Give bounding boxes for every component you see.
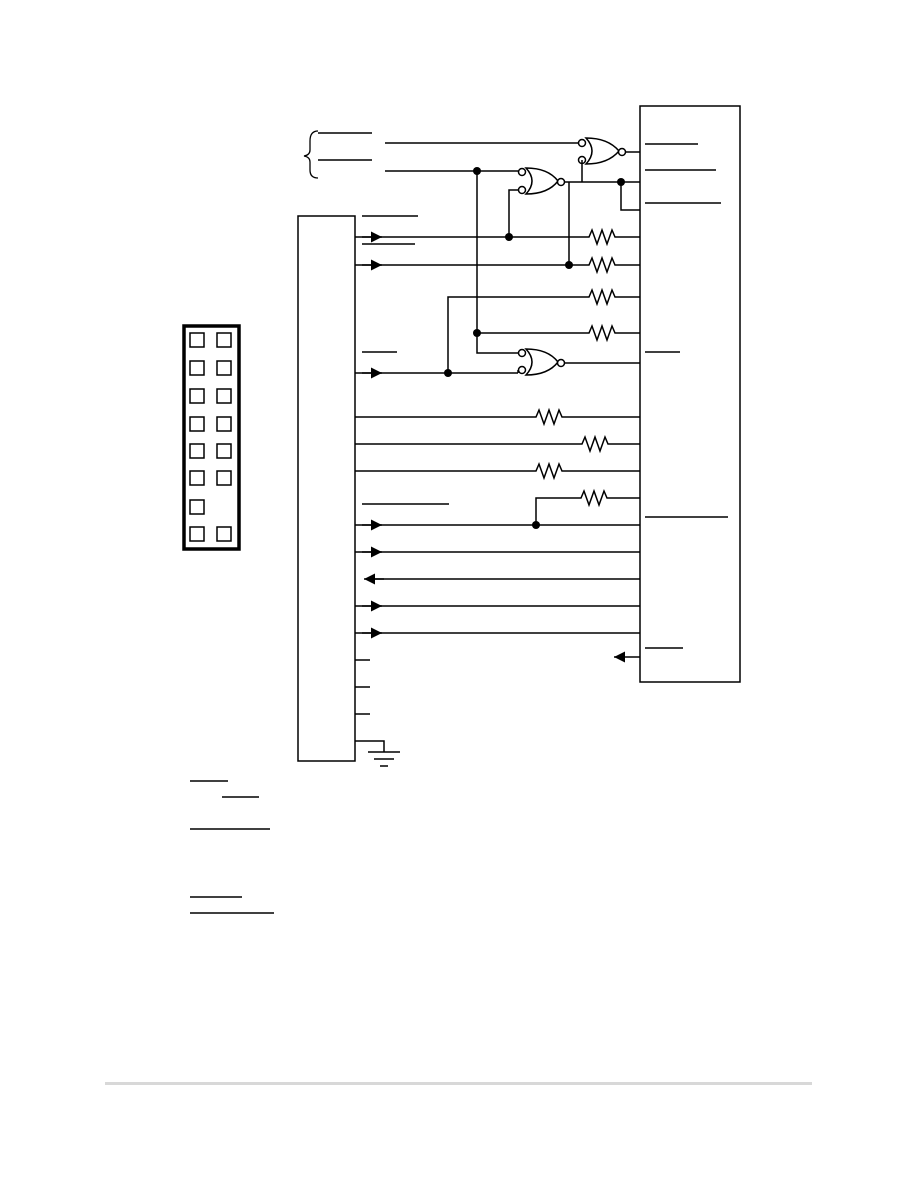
input-labels bbox=[318, 132, 372, 161]
resistor-5 bbox=[532, 407, 566, 427]
wiring bbox=[355, 142, 640, 767]
note-underlines bbox=[190, 780, 274, 914]
device-signal-labels bbox=[645, 143, 728, 649]
pin-header bbox=[182, 324, 241, 551]
resistor-8 bbox=[577, 488, 611, 508]
signal-arrows bbox=[362, 231, 640, 663]
resistor-4 bbox=[585, 323, 620, 343]
resistors bbox=[532, 227, 620, 508]
device-block bbox=[639, 105, 741, 683]
resistor-6 bbox=[578, 434, 612, 454]
resistor-3 bbox=[585, 287, 620, 307]
nor-gate-1 bbox=[577, 137, 627, 165]
junctions bbox=[444, 167, 625, 529]
footer-rule bbox=[105, 1082, 812, 1085]
connector-block bbox=[297, 215, 356, 762]
resistor-2 bbox=[585, 255, 620, 275]
nor-gate-3 bbox=[517, 348, 566, 376]
nor-gate-2 bbox=[517, 167, 566, 195]
connector-signal-labels bbox=[362, 215, 449, 505]
resistor-1 bbox=[585, 227, 620, 247]
resistor-7 bbox=[532, 461, 566, 481]
input-brace bbox=[303, 130, 319, 179]
